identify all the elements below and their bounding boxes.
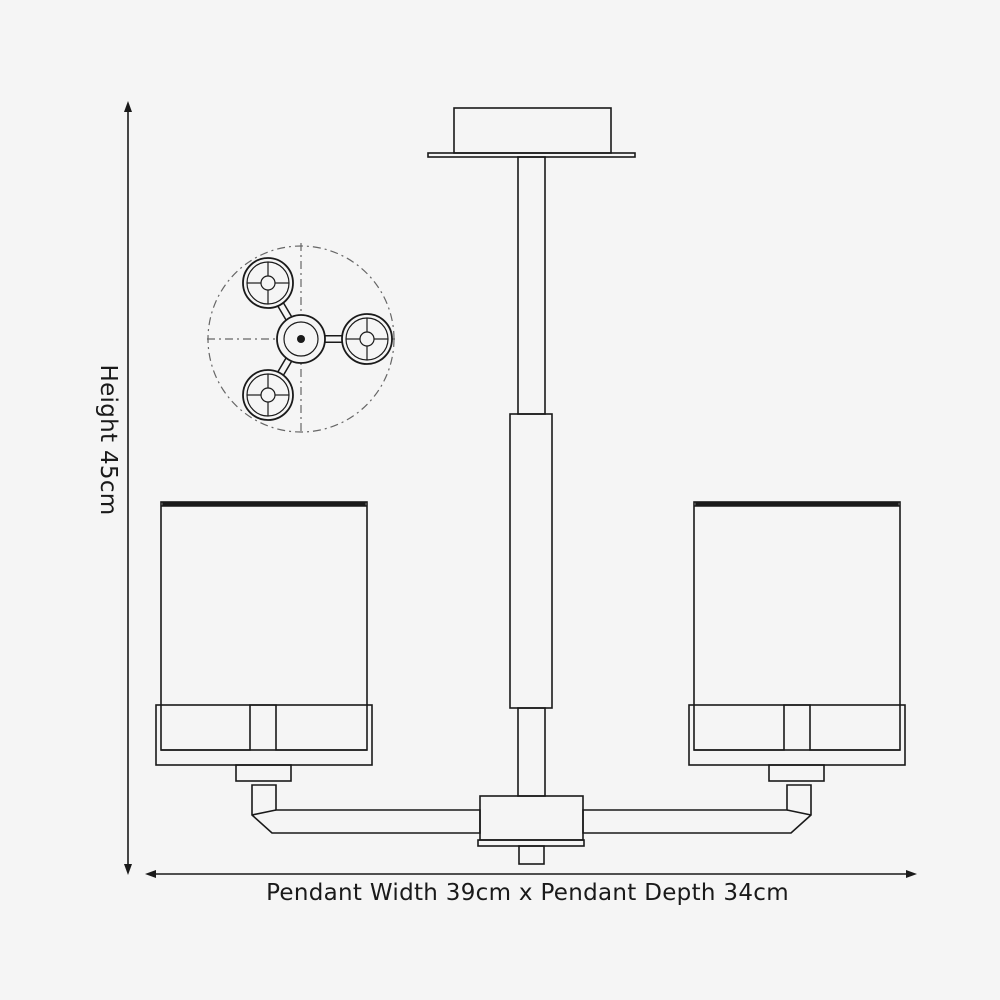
ceiling-canopy (427, 107, 636, 158)
width-depth-label: Pendant Width 39cm x Pendant Depth 34cm (266, 880, 789, 906)
height-dimension-arrow (124, 101, 132, 875)
left-arm (251, 784, 481, 834)
central-hub (477, 795, 585, 865)
right-lamp-shade (688, 501, 906, 782)
suspension-rod (509, 156, 553, 797)
top-view-inset (207, 243, 395, 434)
height-label: Height 45cm (95, 364, 121, 516)
width-dimension-arrow (145, 870, 917, 878)
right-arm (582, 784, 812, 834)
left-lamp-shade (155, 501, 373, 782)
